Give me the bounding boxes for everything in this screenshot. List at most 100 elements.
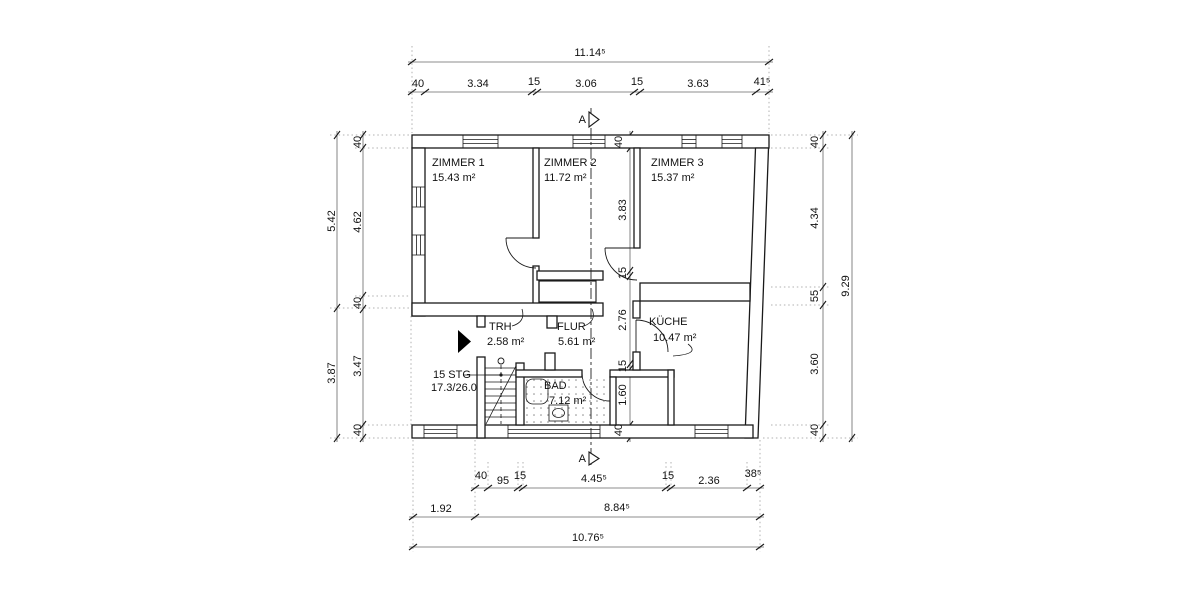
wall-zimmer2-bottom [536, 270, 604, 281]
dim-top-chain-3: 3.06 [575, 78, 596, 90]
dim-bottom-chain-4: 15 [662, 470, 674, 482]
window-zimmer3-left [681, 135, 697, 148]
window-zimmer3-right [721, 135, 743, 148]
room-label-kueche: KÜCHE [649, 316, 688, 328]
window-zimmer2 [572, 135, 606, 148]
dim-interior-2: 15 [617, 267, 629, 279]
dim-right-chain-0: 40 [809, 136, 821, 148]
dim-bottom-chain-2: 15 [514, 470, 526, 482]
room-area-kueche: 10.47 m² [653, 332, 697, 344]
dim-bottom-mid-1: 8.84⁵ [604, 502, 630, 514]
dim-left-outer-0: 5.42 [326, 210, 338, 231]
room-area-zimmer1: 15.43 m² [432, 172, 476, 184]
dim-interior-1: 3.83 [617, 199, 629, 220]
leader-kueche [672, 343, 693, 357]
room-label-flur: FLUR [557, 321, 586, 333]
room-area-bad: 7.12 m² [549, 395, 587, 407]
label-leaders [511, 308, 693, 357]
room-label-zimmer3: ZIMMER 3 [651, 157, 704, 169]
dim-right-chain-2: 55 [809, 290, 821, 302]
dimension-texts: 11.14⁵ 40 3.34 15 3.06 15 3.63 41⁵ 5.42 … [326, 47, 852, 544]
dim-right-chain-4: 40 [809, 424, 821, 436]
doors [458, 237, 669, 402]
walls [411, 134, 770, 439]
wall-pantry-right [667, 369, 675, 426]
wall-bad-top [515, 369, 583, 378]
extension-lines [330, 46, 858, 552]
section-arrow-top-icon [588, 110, 600, 129]
dim-left-chain-3: 3.47 [352, 355, 364, 376]
window-porch [423, 425, 458, 438]
bad-floor-and-fixtures [525, 378, 609, 424]
dim-right-outer: 9.29 [840, 275, 852, 296]
wall-kitchen-left-lower [632, 351, 641, 371]
dim-top-chain-6: 41⁵ [754, 76, 771, 88]
windows [412, 135, 743, 438]
window-bad-bottom [507, 425, 601, 438]
dim-top-chain-5: 3.63 [687, 78, 708, 90]
room-label-zimmer1: ZIMMER 1 [432, 157, 485, 169]
dim-bottom-mid-0: 1.92 [430, 503, 451, 515]
dim-left-outer-1: 3.87 [326, 362, 338, 383]
room-labels: ZIMMER 1 15.43 m² ZIMMER 2 11.72 m² ZIMM… [431, 157, 704, 407]
dim-interior-5: 1.60 [617, 384, 629, 405]
room-label-zimmer2: ZIMMER 2 [544, 157, 597, 169]
stair-detail: 17.3/26.0 [431, 382, 477, 394]
entrance-arrow-icon [458, 330, 471, 353]
room-label-trh: TRH [489, 321, 512, 333]
room-area-flur: 5.61 m² [558, 336, 596, 348]
dim-bottom-chain-5: 2.36 [698, 475, 719, 487]
leader-flur [583, 308, 594, 327]
dim-bottom-chain-0: 40 [475, 470, 487, 482]
wall-kitchen-left-upper [632, 300, 641, 319]
wall-trh-left-upper [476, 315, 486, 328]
dim-bottom-chain-3: 4.45⁵ [581, 473, 607, 485]
window-zimmer1 [462, 135, 499, 148]
stair-label: 15 STG [433, 369, 471, 381]
stair [463, 357, 517, 425]
door-kueche [635, 319, 669, 353]
dim-top-chain-2: 15 [528, 76, 540, 88]
dim-interior-6: 40 [613, 424, 625, 436]
door-zimmer3 [604, 247, 638, 281]
window-zimmer1-left-lower [412, 234, 425, 256]
leader-trh [511, 308, 524, 327]
dim-right-chain-1: 4.34 [809, 207, 821, 228]
section-line-group: A A [579, 108, 601, 468]
dim-left-chain-0: 40 [352, 136, 364, 148]
dim-bottom-chain-1: 95 [497, 475, 509, 487]
wall-stub-flur-bad [544, 352, 556, 371]
dim-interior-0: 40 [613, 136, 625, 148]
wall-trh-left-lower [476, 356, 486, 439]
dimension-ticks [333, 58, 856, 551]
dim-top-total: 11.14⁵ [574, 47, 605, 59]
window-kitchen-bottom [694, 425, 729, 438]
stair-walking-start [497, 357, 505, 365]
section-arrow-bottom-icon [588, 450, 601, 467]
bad-tile-hatch [525, 378, 609, 424]
section-label-bottom: A [579, 453, 587, 465]
closet-flur [538, 280, 597, 303]
dim-left-chain-1: 4.62 [352, 211, 364, 232]
wall-pantry-left [609, 376, 617, 426]
dim-interior-4: 15 [617, 360, 629, 372]
room-area-zimmer2: 11.72 m² [544, 172, 587, 184]
dim-bottom-total: 10.76⁵ [572, 532, 604, 544]
dim-top-chain-4: 15 [631, 76, 643, 88]
room-area-zimmer3: 15.37 m² [651, 172, 695, 184]
dim-interior-3: 2.76 [617, 309, 629, 330]
dim-top-chain-1: 3.34 [467, 78, 488, 90]
dim-top-chain-0: 40 [412, 78, 424, 90]
room-area-trh: 2.58 m² [487, 336, 525, 348]
dim-left-chain-4: 40 [352, 424, 364, 436]
section-label-top: A [579, 114, 587, 126]
wc-bowl [552, 408, 565, 418]
wall-stair-right [515, 362, 525, 426]
wall-zimmer3-kitchen [639, 282, 751, 302]
wall-mid-left [411, 302, 604, 317]
wall-exterior-left [411, 147, 426, 317]
dimension-lines [333, 58, 856, 551]
wall-stub-trh-flur [546, 315, 558, 329]
